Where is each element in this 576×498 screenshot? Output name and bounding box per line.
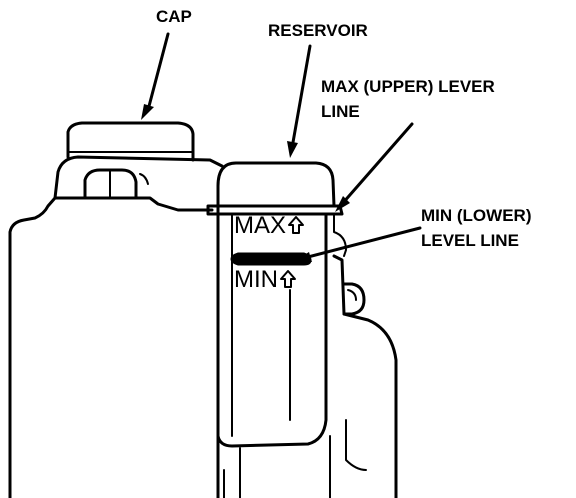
right-housing: [332, 254, 398, 498]
cap-shape: [66, 121, 195, 162]
reservoir-label: RESERVOIR: [268, 21, 368, 40]
min-marking: MIN: [234, 268, 297, 292]
min-callout-line1: MIN (LOWER): [421, 206, 532, 225]
max-callout-line1: MAX (UPPER) LEVER: [321, 77, 495, 96]
reservoir-lip: [206, 204, 344, 216]
reservoir-leader: [290, 44, 312, 150]
cap-leader: [146, 32, 170, 112]
min-callout-line2: LEVEL LINE: [421, 231, 519, 250]
reservoir-arrowhead: [287, 141, 298, 158]
cylinder-shoulder: [53, 155, 224, 200]
up-arrow-icon: [280, 270, 296, 288]
max-leader: [340, 122, 414, 206]
cap-arrowhead: [141, 104, 154, 120]
min-arrowhead: [296, 252, 312, 262]
cap-label: CAP: [156, 7, 192, 26]
max-arrowhead: [335, 196, 350, 212]
cylinder-body: [8, 196, 214, 498]
up-arrow-icon: [288, 216, 305, 234]
max-marking-text: MAX: [234, 212, 287, 239]
min-leader: [302, 226, 422, 260]
max-marking: MAX: [234, 214, 305, 238]
side-bolt: [342, 282, 366, 316]
min-marking-text: MIN: [234, 266, 278, 293]
reservoir-body: [216, 161, 336, 498]
max-callout-line2: LINE: [321, 102, 360, 121]
